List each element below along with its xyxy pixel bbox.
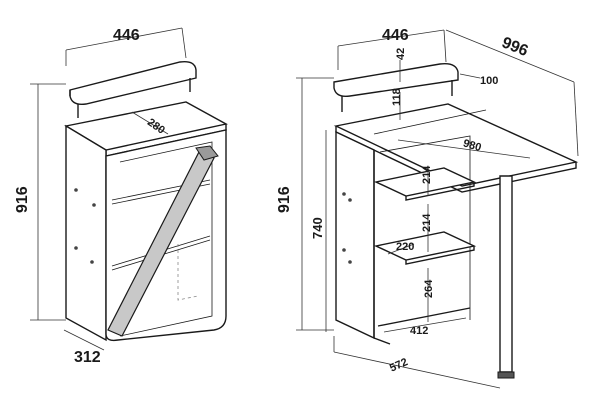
shelf-width-label: 220 [396, 241, 414, 253]
right-table-view: 446 996 42 100 118 916 740 980 214 214 2… [276, 27, 579, 389]
shelf-gap-label: 42 [395, 48, 407, 60]
inner-width-label: 412 [410, 325, 428, 337]
left-width-label: 446 [113, 27, 140, 44]
total-length-label: 996 [499, 34, 530, 60]
left-height-label: 916 [14, 186, 31, 213]
shelf-depth-label: 100 [480, 75, 498, 87]
upper-gap-label: 118 [391, 88, 403, 106]
table-length-label: 980 [462, 137, 483, 154]
right-height-label: 916 [276, 186, 293, 213]
shelf-space-2-label: 214 [421, 213, 433, 232]
left-cabinet-view: 446 916 312 280 [14, 27, 228, 366]
base-depth-label: 572 [388, 356, 410, 374]
bottom-gap-label: 264 [423, 279, 435, 298]
right-width-label: 446 [382, 27, 409, 44]
shelf-space-1-label: 214 [421, 165, 433, 184]
leg-height-label: 740 [310, 217, 325, 239]
left-depth-label: 312 [74, 349, 101, 366]
